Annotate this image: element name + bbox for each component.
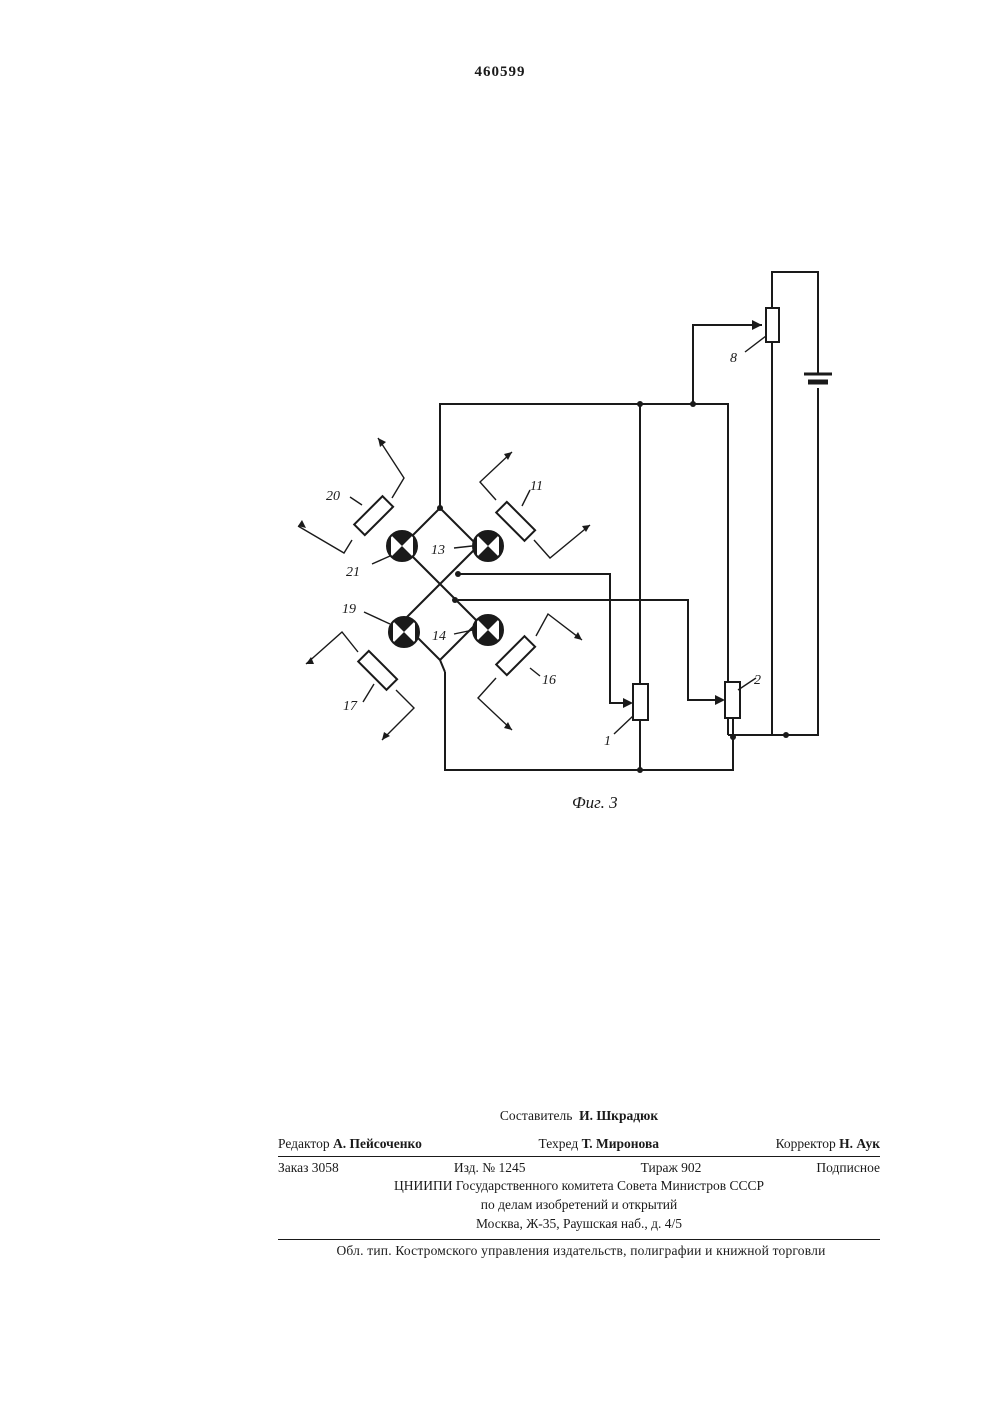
- battery-symbol: [804, 374, 832, 382]
- resistor-1: [623, 684, 648, 720]
- figure-caption: Фиг. 3: [572, 793, 618, 812]
- compiler-name: И. Шкрадюк: [579, 1108, 658, 1123]
- corrector-label: Корректор: [776, 1136, 836, 1151]
- lamp-21: [387, 531, 417, 561]
- imprint-block: Составитель И. Шкрадюк Редактор А. Пейсо…: [278, 1108, 880, 1240]
- org-line-3: Москва, Ж-35, Раушская наб., д. 4/5: [278, 1214, 880, 1233]
- org-line-1: ЦНИИПИ Государственного комитета Совета …: [278, 1176, 880, 1195]
- organization-block: ЦНИИПИ Государственного комитета Совета …: [278, 1176, 880, 1240]
- label-14: 14: [432, 629, 446, 644]
- label-1: 1: [604, 734, 611, 749]
- photoresistor-17: [306, 632, 414, 740]
- order: Заказ 3058: [278, 1160, 339, 1176]
- circuit-wires: [402, 272, 818, 770]
- corrector: Корректор Н. Аук: [776, 1136, 880, 1152]
- label-20: 20: [326, 489, 340, 504]
- staff-line: Редактор А. Пейсоченко Техред Т. Миронов…: [278, 1136, 880, 1157]
- photoresistor-20: [298, 438, 404, 553]
- label-13: 13: [431, 543, 445, 558]
- order-line: Заказ 3058 Изд. № 1245 Тираж 902 Подписн…: [278, 1160, 880, 1176]
- label-19: 19: [342, 602, 356, 617]
- label-21: 21: [346, 565, 360, 580]
- label-11: 11: [530, 479, 543, 494]
- printer-line: Обл. тип. Костромского управления издате…: [296, 1243, 866, 1259]
- label-17: 17: [343, 699, 358, 714]
- techred-name: Т. Миронова: [582, 1136, 659, 1151]
- editor-label: Редактор: [278, 1136, 330, 1151]
- label-16: 16: [542, 673, 556, 688]
- print-run: Тираж 902: [641, 1160, 702, 1176]
- compiler-line: Составитель И. Шкрадюк: [278, 1108, 880, 1124]
- lamp-14: [473, 615, 503, 645]
- label-8: 8: [730, 351, 737, 366]
- techred: Техред Т. Миронова: [538, 1136, 659, 1152]
- corrector-name: Н. Аук: [839, 1136, 880, 1151]
- compiler-label: Составитель: [500, 1108, 573, 1123]
- techred-label: Техред: [538, 1136, 578, 1151]
- resistor-2: [715, 682, 740, 718]
- editor-name: А. Пейсоченко: [333, 1136, 422, 1151]
- org-line-2: по делам изобретений и открытий: [278, 1195, 880, 1214]
- lamp-19: [389, 617, 419, 647]
- label-2: 2: [754, 673, 761, 688]
- edition: Изд. № 1245: [454, 1160, 526, 1176]
- lamp-13: [473, 531, 503, 561]
- editor: Редактор А. Пейсоченко: [278, 1136, 422, 1152]
- subscription: Подписное: [816, 1160, 880, 1176]
